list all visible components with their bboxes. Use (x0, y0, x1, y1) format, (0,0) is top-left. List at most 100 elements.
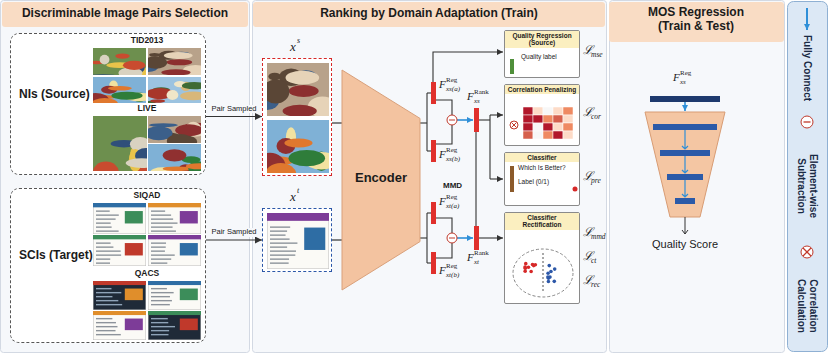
symbol-label: xs (680, 79, 686, 86)
text-slot: F (439, 79, 446, 90)
symbol-label: Reg (446, 77, 457, 84)
screen-picture (125, 319, 143, 331)
screen-text-line (151, 292, 174, 293)
decision-line (543, 253, 544, 293)
symbol-label: F (467, 91, 474, 102)
image-sample: TID2013 (93, 37, 201, 103)
encoder-block: Encoder (342, 70, 420, 290)
photo-shape (163, 149, 187, 161)
photo-shape (166, 90, 178, 100)
screen-text-line (96, 296, 112, 297)
target-point (547, 264, 551, 268)
wire (490, 114, 503, 115)
screen-text-line (96, 292, 121, 293)
source-point (531, 263, 535, 267)
screen-ground (267, 213, 329, 269)
screen-text-line (96, 258, 110, 259)
photo-shape (289, 150, 326, 166)
text-slot: t (297, 186, 299, 195)
text-slot: xs (474, 98, 480, 105)
symbol-label: xt(b) (446, 272, 459, 279)
screen-header (148, 311, 201, 315)
screen-text-line (151, 214, 171, 215)
text-slot: F (439, 149, 446, 160)
photo (148, 144, 213, 177)
label-text: NIs (Source) (19, 88, 93, 102)
heatmap-cell (523, 123, 533, 131)
panel (1, 1, 250, 353)
screen-image (148, 203, 201, 234)
legend-panel (788, 2, 828, 352)
screen-picture (180, 319, 198, 331)
screen-ground (148, 281, 201, 310)
screen-ground (93, 311, 146, 340)
photo-shape (180, 92, 207, 101)
photo-shape (262, 79, 289, 103)
text-slot: NIs (Source) (19, 88, 93, 102)
section-header: Discriminable Image Pairs Selection (2, 2, 248, 27)
label-text: Classifier Rectification (505, 213, 579, 230)
screen-image (93, 203, 146, 234)
label-text: LIVE (93, 104, 201, 114)
encoder-shape (342, 70, 420, 290)
symbol-label: F (439, 265, 446, 276)
symbol-label: xt(a) (446, 203, 459, 210)
heatmap-cell (523, 131, 533, 139)
photo-shape (161, 69, 190, 75)
heatmap-cell (543, 115, 553, 123)
image-sample: SIQAD (93, 192, 201, 266)
label-text: Discriminable Image Pairs Selection (2, 2, 248, 24)
fc-layer (660, 150, 710, 156)
wire (427, 92, 431, 93)
symbol-label: Reg (446, 194, 457, 201)
image-pair: xs (262, 58, 332, 176)
screen-text-line (270, 254, 295, 255)
target-point (548, 275, 552, 279)
symbol-label: mse (591, 51, 603, 59)
screen-image (148, 235, 201, 266)
screen-text-line (151, 210, 165, 211)
photo-shape (164, 52, 193, 59)
wire (427, 212, 431, 213)
screen-image (267, 213, 329, 269)
screen-image (93, 235, 146, 266)
text-slot: Quality Score (645, 238, 725, 251)
photo-shape (91, 98, 118, 110)
wire (436, 243, 452, 258)
label-text: x (290, 190, 296, 205)
screen-header (93, 281, 146, 285)
symbol-label: xt (474, 259, 479, 266)
label-text: Quality Regression (Source) (505, 31, 579, 48)
feature-bar (431, 202, 436, 224)
target-point (549, 270, 553, 274)
heatmap-cell (563, 115, 573, 123)
screen-text-line (151, 330, 169, 331)
text-slot: Which Is Better? (518, 164, 579, 171)
photo-shape (108, 86, 132, 90)
wire (489, 115, 490, 179)
photo-shape (289, 85, 319, 97)
screen-header (267, 213, 329, 221)
symbol-label: rec (591, 281, 600, 289)
fc-layer (653, 124, 717, 130)
symbol-label: cor (591, 113, 601, 121)
screen-picture (125, 211, 143, 223)
fc-arrow (684, 102, 686, 111)
screen-text-line (270, 258, 289, 259)
text-slot: Reg (680, 70, 691, 77)
label-text: SIQAD (93, 191, 201, 201)
screen-text-line (96, 334, 121, 335)
screen-text-line (96, 304, 122, 305)
wire (436, 125, 452, 144)
photo-shape (144, 56, 167, 68)
text-slot: ct (591, 257, 596, 265)
screen-picture (180, 211, 198, 223)
subtraction-symbol (447, 233, 457, 243)
target-point (553, 267, 557, 271)
node-graphic (263, 59, 333, 177)
screen-image (148, 281, 201, 310)
correlation-symbol (510, 121, 518, 129)
symbol-label: Reg (446, 147, 457, 154)
text-slot: xt(b) (446, 272, 459, 279)
screen-text-line (151, 230, 176, 231)
